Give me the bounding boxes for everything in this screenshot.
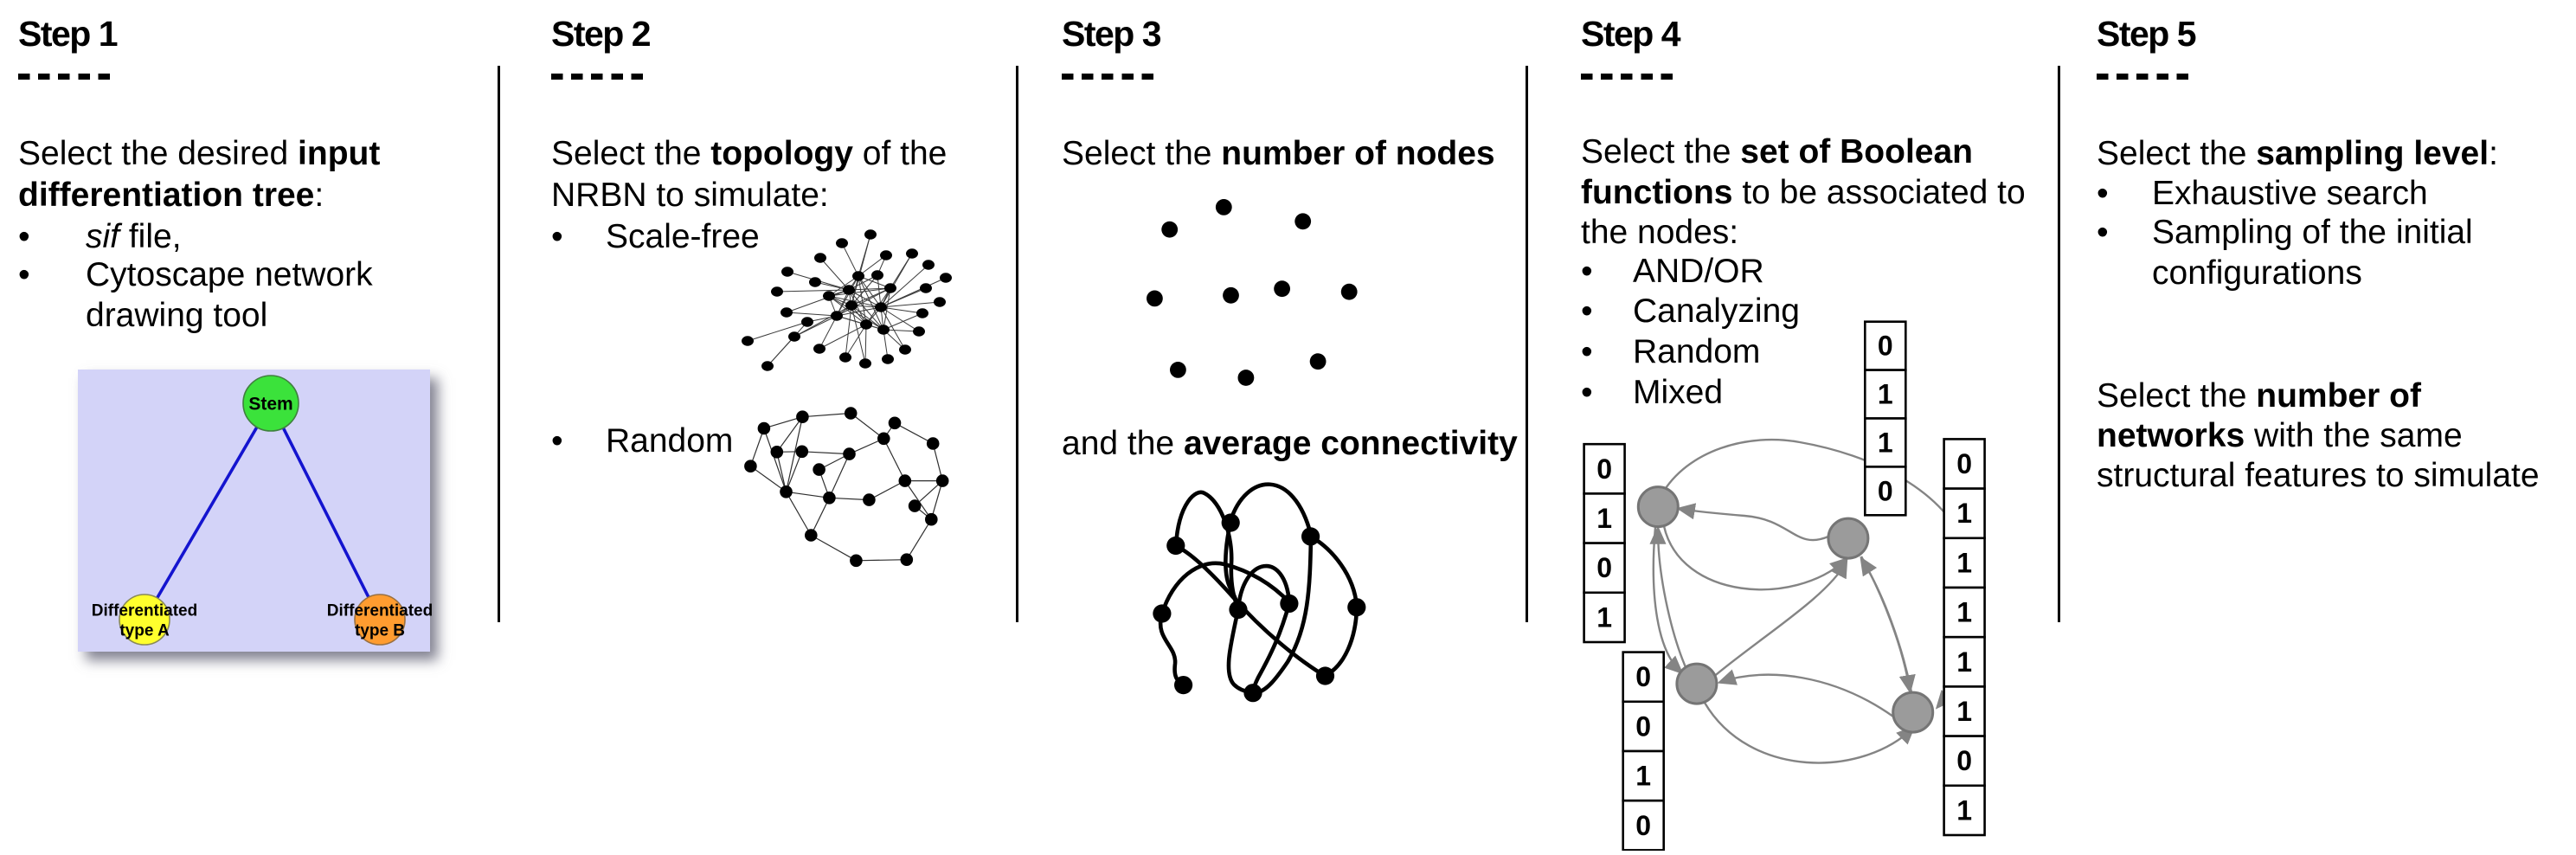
svg-text:1: 1	[1878, 427, 1893, 458]
svg-text:0: 0	[1956, 745, 1972, 776]
svg-text:1: 1	[1956, 597, 1972, 628]
svg-text:0: 0	[1635, 710, 1651, 742]
svg-text:1: 1	[1596, 601, 1612, 633]
svg-text:1: 1	[1635, 761, 1651, 792]
svg-text:1: 1	[1956, 696, 1972, 727]
svg-text:1: 1	[1956, 794, 1972, 826]
svg-text:0: 0	[1635, 810, 1651, 841]
svg-text:Differentiated: Differentiated	[92, 602, 197, 620]
svg-text:0: 0	[1878, 331, 1893, 362]
svg-text:type A: type A	[119, 622, 170, 640]
svg-text:Differentiated: Differentiated	[327, 602, 433, 620]
svg-text:1: 1	[1596, 503, 1612, 534]
svg-text:1: 1	[1956, 646, 1972, 678]
svg-text:1: 1	[1956, 498, 1972, 529]
svg-text:0: 0	[1878, 475, 1893, 506]
svg-text:type B: type B	[355, 622, 405, 640]
svg-text:1: 1	[1878, 379, 1893, 410]
svg-text:0: 0	[1956, 448, 1972, 479]
svg-text:0: 0	[1635, 661, 1651, 692]
svg-text:Stem: Stem	[248, 395, 292, 415]
svg-text:0: 0	[1596, 453, 1612, 485]
svg-text:0: 0	[1596, 552, 1612, 583]
svg-text:1: 1	[1956, 547, 1972, 578]
